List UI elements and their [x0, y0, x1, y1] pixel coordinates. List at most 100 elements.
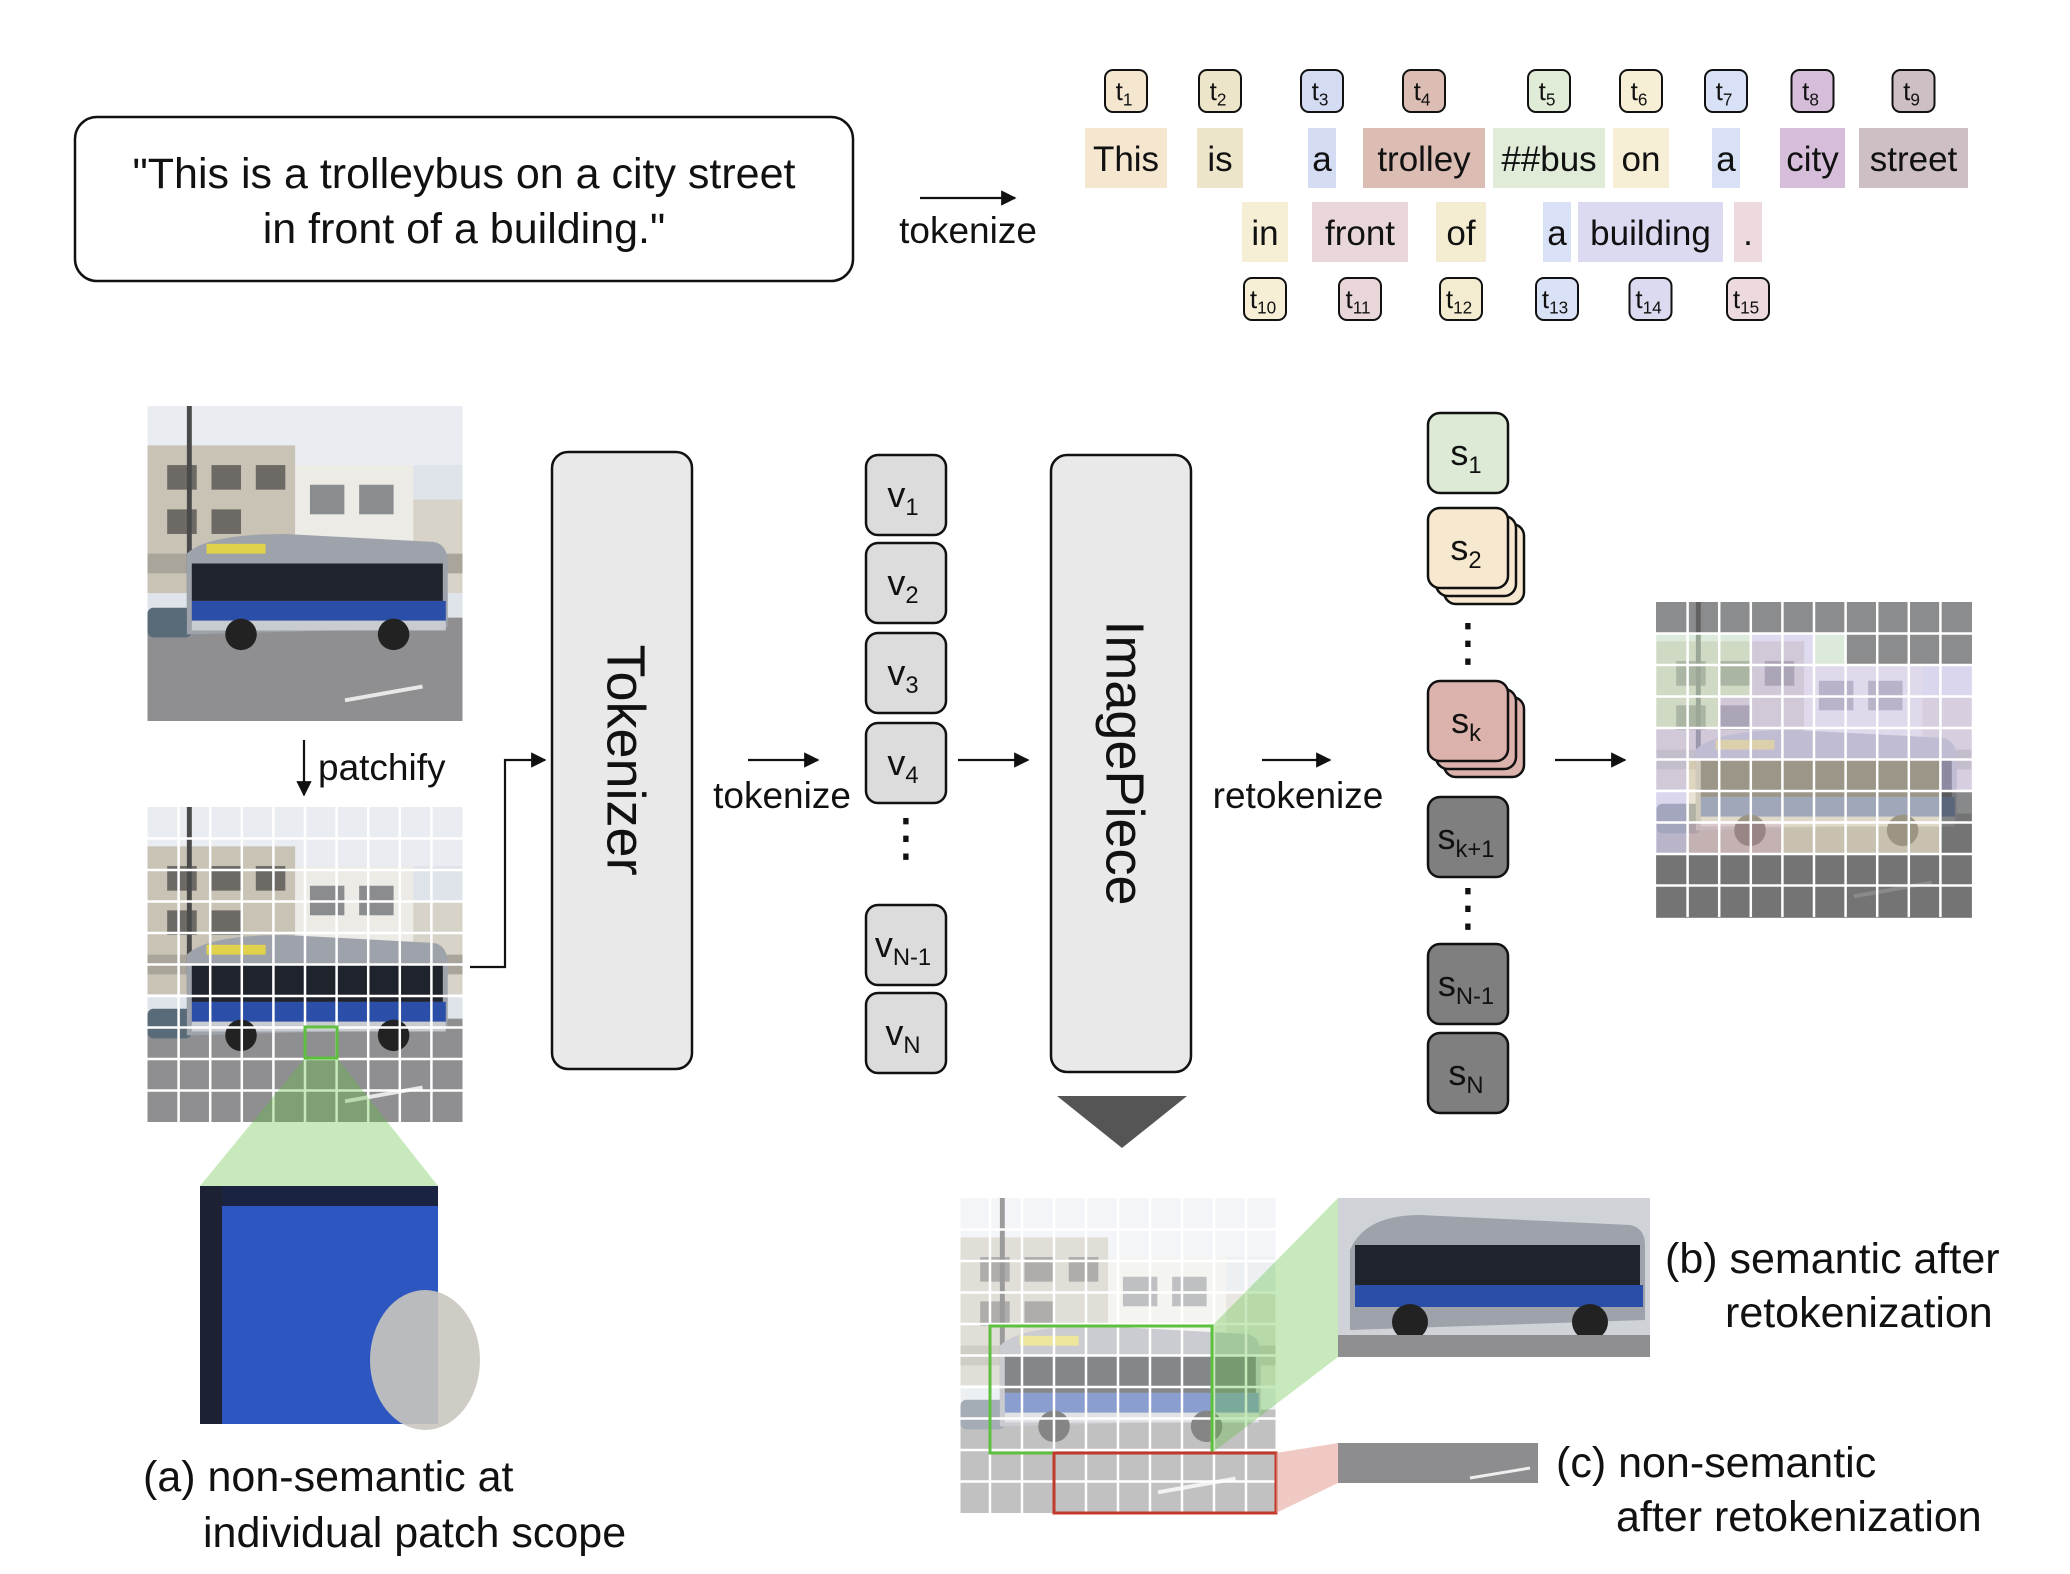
zoom-cone-c	[1276, 1443, 1338, 1513]
tokenize-label-top: tokenize	[899, 210, 1037, 251]
token-highlight	[1493, 128, 1605, 188]
semantic-tokens: s1 s2 sk sk+1 sN-1 sN	[1426, 411, 1526, 1115]
text-token: is t2	[1197, 69, 1243, 188]
result-grid	[1656, 602, 1972, 917]
token-word: a	[1716, 140, 1736, 179]
visual-token: v3	[864, 631, 948, 715]
token-id-label: t14	[1635, 284, 1662, 318]
token-id-label: t8	[1802, 76, 1819, 110]
token-highlight	[1197, 128, 1243, 188]
imagepiece-label: ImagePiece	[1095, 620, 1155, 905]
to-tokenizer-arrow	[470, 752, 547, 969]
segment-overlay	[1656, 602, 1972, 918]
zoomed-patch	[200, 1186, 480, 1430]
token-id-label: t10	[1250, 284, 1276, 318]
token-word: front	[1325, 214, 1395, 253]
text-token: . t15	[1726, 202, 1770, 321]
visual-token: v1	[864, 453, 948, 537]
semantic-token: sN-1	[1426, 942, 1510, 1026]
road-crop	[1338, 1443, 1538, 1483]
sentence-line-2: in front of a building."	[263, 205, 666, 253]
token-word: street	[1870, 140, 1958, 179]
text-token: at3	[1300, 69, 1344, 188]
token-id-label: t2	[1210, 76, 1227, 110]
token-id-label: t9	[1903, 76, 1920, 110]
token-id-box	[1198, 69, 1242, 113]
tokenize-label-mid: tokenize	[713, 775, 851, 816]
token-id-box	[1790, 69, 1835, 113]
token-id-label: t1	[1116, 76, 1133, 110]
token-highlight	[1363, 128, 1485, 188]
semantic-ellipsis-1: ⋮	[1442, 614, 1494, 672]
semantic-token-label: sk+1	[1438, 816, 1495, 863]
token-id-label: t15	[1733, 284, 1759, 318]
token-word: .	[1743, 214, 1753, 253]
bus-crop	[1338, 1198, 1650, 1357]
token-id-box	[1527, 69, 1571, 113]
token-highlight	[1312, 202, 1408, 262]
semantic-token: sk	[1426, 679, 1526, 779]
token-highlight	[1734, 202, 1762, 262]
semantic-token: sk+1	[1426, 795, 1510, 879]
token-id-box	[1704, 69, 1748, 113]
caption-c-line-1: (c) non-semantic	[1556, 1439, 1876, 1487]
semantic-token-label: s1	[1450, 432, 1481, 479]
text-token: street t9	[1859, 69, 1968, 188]
token-id-label: t11	[1345, 284, 1370, 318]
zoom-cone-a	[200, 1058, 438, 1186]
semantic-token: s2	[1426, 506, 1526, 606]
token-highlight	[1436, 202, 1486, 262]
visual-token: vN	[864, 991, 948, 1075]
tokenizer-label: Tokenizer	[596, 644, 656, 875]
visual-token-label: v4	[887, 742, 918, 789]
retokenize-label: retokenize	[1213, 775, 1384, 816]
token-id-label: t7	[1716, 76, 1733, 110]
semantic-ellipsis-2: ⋮	[1442, 879, 1494, 937]
token-highlight	[1308, 128, 1336, 188]
token-id-label: t12	[1446, 284, 1472, 318]
token-id-label: t3	[1312, 76, 1329, 110]
caption-c-line-2: after retokenization	[1616, 1493, 1982, 1541]
token-word: is	[1207, 140, 1232, 179]
token-id-box	[1402, 69, 1446, 113]
token-id-box	[1104, 69, 1148, 113]
semantic-token: sN	[1426, 1031, 1510, 1115]
sentence-line-1: "This is a trolleybus on a city street	[133, 150, 796, 198]
caption-b-line-1: (b) semantic after	[1665, 1235, 2000, 1283]
token-id-box	[1891, 69, 1936, 113]
zoom-cone-b	[1212, 1198, 1338, 1453]
semantic-token-label: sN	[1448, 1052, 1483, 1099]
visual-token: v2	[864, 541, 948, 625]
token-id-label: t4	[1414, 76, 1431, 110]
token-id-box	[1439, 277, 1483, 321]
token-id-box	[1628, 277, 1673, 321]
visual-token: vN-1	[864, 903, 948, 987]
token-highlight	[1712, 128, 1740, 188]
text-token: building t14	[1578, 202, 1723, 321]
token-id-label: t13	[1542, 284, 1568, 318]
semantic-token-label: sN-1	[1438, 963, 1494, 1010]
sentence-box	[73, 115, 855, 283]
caption-a-line-1: (a) non-semantic at	[143, 1453, 513, 1501]
token-highlight	[1543, 202, 1571, 262]
caption-a-line-2: individual patch scope	[203, 1509, 626, 1557]
token-id-box	[1535, 277, 1579, 321]
token-highlight	[1613, 128, 1669, 188]
token-id-box	[1243, 277, 1287, 321]
token-highlight	[1085, 128, 1167, 188]
token-word: building	[1590, 214, 1711, 253]
visual-token-label: v1	[887, 474, 918, 521]
token-id-box	[1338, 277, 1382, 321]
token-highlight	[1578, 202, 1723, 262]
semantic-token-label: s2	[1450, 527, 1481, 574]
